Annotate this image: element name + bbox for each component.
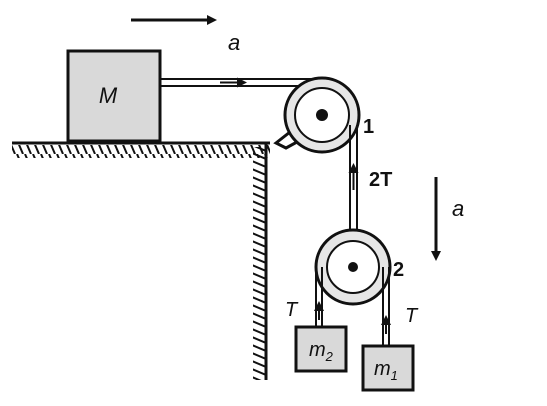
pulley-1 (283, 76, 361, 154)
table-wall (253, 143, 268, 380)
tension-right-label: T (405, 305, 419, 327)
block-m-label: M (99, 83, 118, 108)
mass-m1 (361, 344, 415, 392)
tension-2t-label: 2T (369, 169, 392, 191)
block-m (66, 49, 162, 143)
pulley-1-label: 1 (363, 116, 374, 138)
accel-label-masses: a (452, 196, 464, 221)
pulley-2 (314, 228, 392, 306)
string-left-to-m2 (314, 267, 324, 327)
pulley-2-label: 2 (393, 259, 404, 281)
mass-m2 (294, 325, 348, 373)
tension-left-label: T (285, 299, 299, 321)
table-surface (12, 141, 270, 158)
mass-m2-label: m2 (309, 339, 334, 364)
accel-label-block: a (228, 30, 240, 55)
mass-m1-label: m1 (374, 358, 398, 383)
string-block-to-pulley1 (160, 77, 322, 88)
string-right-to-m1 (381, 267, 391, 346)
